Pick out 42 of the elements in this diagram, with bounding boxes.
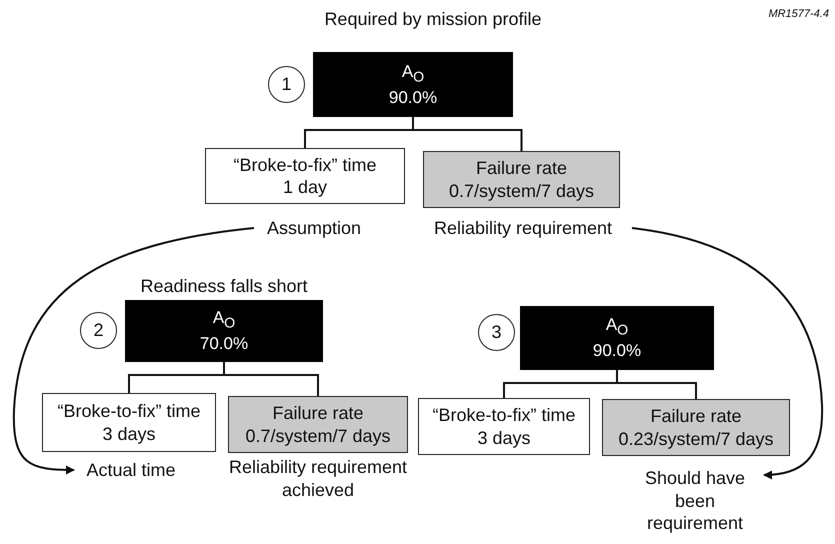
availability-box	[125, 300, 323, 362]
box-heading: “Broke-to-fix” time	[432, 404, 576, 426]
box-heading: Failure rate	[476, 157, 568, 180]
figure-reference: MR1577-4.4	[768, 8, 829, 20]
connector-line	[616, 370, 697, 399]
availability-box	[520, 306, 714, 370]
curved-arrow	[12, 227, 254, 474]
box-value: 90.0%	[592, 340, 642, 362]
time-box	[205, 148, 405, 204]
box-heading: Failure rate	[650, 405, 742, 428]
annotation-text: Reliability requirement	[418, 216, 628, 240]
box-value: 3 days	[477, 426, 531, 449]
box-value: 1 day	[282, 176, 328, 198]
curved-arrow	[632, 227, 823, 480]
time-box	[42, 393, 216, 452]
box-heading: A$_{O}$	[606, 314, 628, 340]
annotation-text: Should have been requirement	[630, 465, 760, 537]
failure-rate-box	[602, 399, 790, 456]
failure-rate-box	[423, 151, 620, 208]
caption-text: Required by mission profile	[323, 8, 543, 31]
box-value: 0.7/system/7 days	[448, 180, 594, 202]
box-value: 90.0%	[388, 86, 438, 108]
caption-text: Reliability requirement achieved	[228, 456, 408, 502]
box-value: 0.23/system/7 days	[618, 428, 774, 450]
box-heading: A$_{O}$	[212, 307, 236, 334]
box-heading: “Broke-to-fix” time	[57, 400, 200, 422]
annotation-text: Actual time	[78, 458, 184, 482]
availability-box	[313, 52, 513, 117]
box-heading: Failure rate	[272, 402, 364, 424]
box-value: 70.0%	[200, 333, 248, 355]
box-value: 3 days	[102, 422, 156, 445]
step-number-circle: 2	[80, 312, 117, 349]
time-box	[418, 398, 590, 455]
failure-rate-box	[228, 396, 408, 453]
step-number-circle: 1	[268, 66, 305, 103]
caption-text: Readiness falls short	[139, 275, 309, 298]
box-value: 0.7/system/7 days	[245, 424, 391, 447]
step-number-circle: 3	[478, 314, 515, 351]
connector-line	[412, 117, 522, 151]
annotation-text: Assumption	[258, 216, 370, 240]
box-heading: “Broke-to-fix” time	[233, 154, 376, 176]
box-heading: A$_{O}$	[402, 60, 424, 87]
